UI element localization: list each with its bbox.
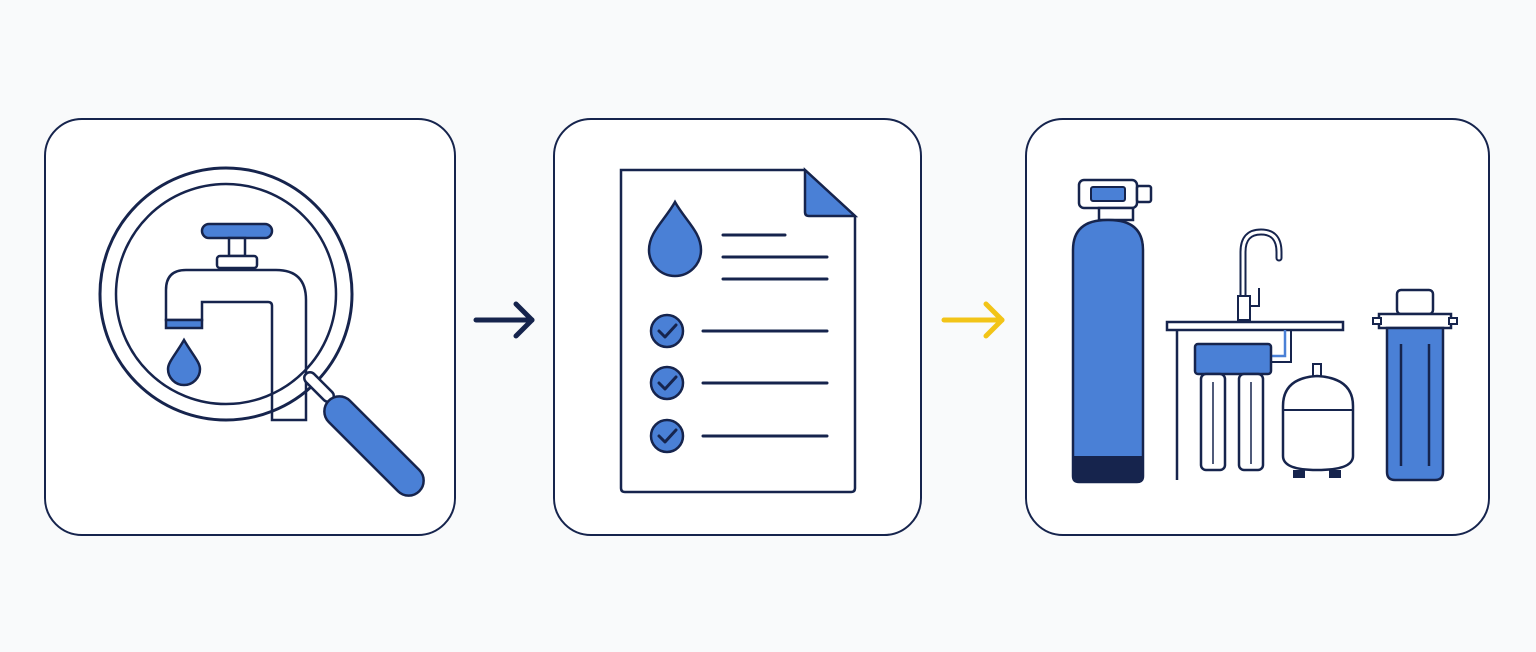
magnifier-inner-ring-icon	[114, 182, 338, 406]
checkmark-icon	[649, 418, 685, 454]
checkmark-icon	[649, 313, 685, 349]
arrow-right-icon	[940, 298, 1006, 342]
water-report-icon	[619, 167, 859, 494]
checklist-item	[649, 313, 829, 349]
arrow-right-icon	[472, 298, 538, 342]
step-panel-inspect	[44, 118, 456, 536]
faucet-body-icon	[164, 268, 308, 422]
water-softener-tank-icon	[1071, 178, 1153, 484]
checklist-item	[649, 365, 829, 401]
magnifier-outer-ring-icon	[98, 166, 354, 422]
checkmark-icon	[649, 365, 685, 401]
whole-house-filter-icon	[1372, 288, 1458, 482]
step-panel-report	[553, 118, 922, 536]
faucet-nozzle-icon	[164, 318, 204, 330]
step-panel-systems	[1025, 118, 1490, 536]
water-drop-icon	[166, 337, 202, 387]
reverse-osmosis-system-icon	[1165, 228, 1355, 480]
water-drop-icon	[647, 199, 703, 278]
magnifier-faucet-icon	[98, 166, 425, 497]
faucet-handle-icon	[200, 222, 274, 240]
magnifier-handle-icon	[323, 395, 425, 497]
page-corner-icon	[803, 167, 859, 218]
water-treatment-systems-icon	[1071, 178, 1458, 484]
checklist-item	[649, 418, 829, 454]
